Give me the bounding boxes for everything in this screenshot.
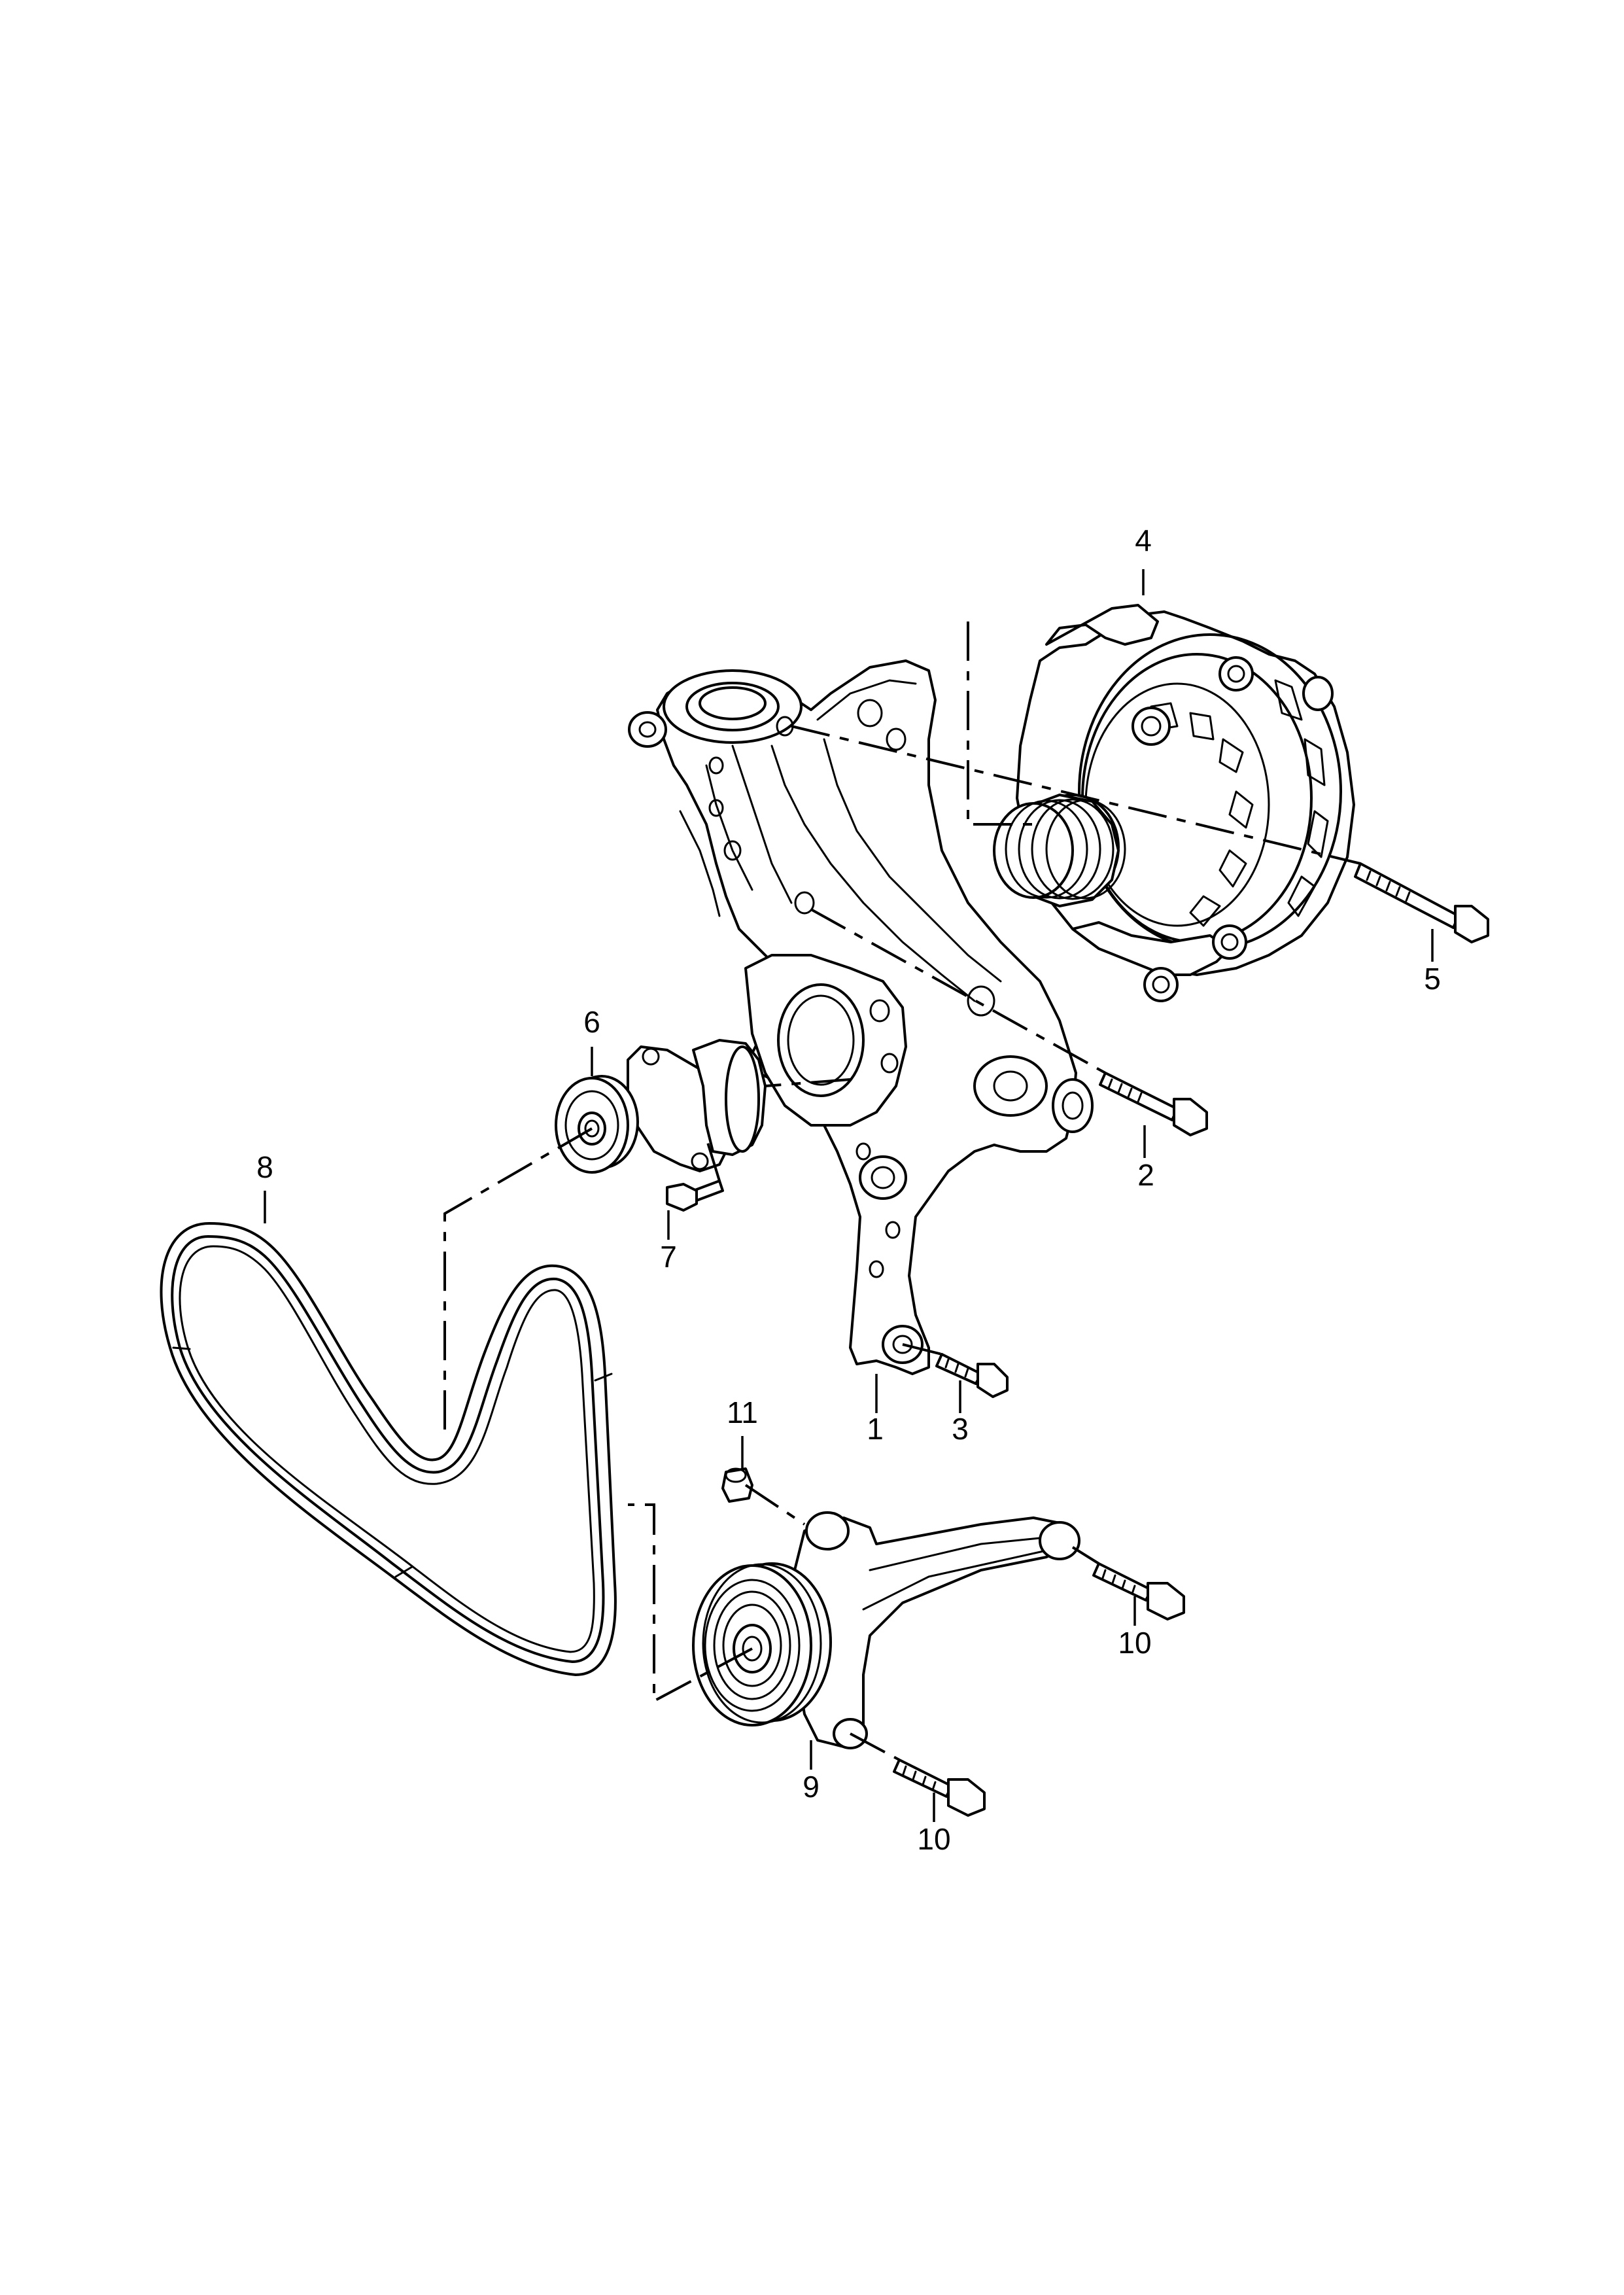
- callout-1: 1: [867, 1412, 884, 1446]
- callout-4: 4: [1135, 523, 1152, 557]
- alternator: [993, 604, 1355, 1002]
- callout-8: 8: [256, 1150, 273, 1184]
- ribbed-belt: [160, 1222, 617, 1676]
- bolt-10-upper: [1092, 1562, 1185, 1621]
- callout-9: 9: [803, 1770, 820, 1804]
- callout-11: 11: [727, 1395, 758, 1429]
- callout-5: 5: [1424, 962, 1441, 996]
- leader-lines: [264, 569, 1434, 1822]
- callout-2: 2: [1137, 1158, 1154, 1192]
- bolt-7: [666, 1180, 724, 1212]
- bolt-2: [1099, 1072, 1208, 1136]
- callout-10-upper: 10: [1118, 1626, 1151, 1660]
- belt-tensioner: [555, 1039, 767, 1174]
- idler-bracket: [692, 1511, 1080, 1749]
- bolt-10-lower: [893, 1759, 986, 1817]
- sleeve-11: [721, 1467, 753, 1503]
- callout-3: 3: [952, 1412, 969, 1446]
- bolt-5: [1354, 862, 1489, 943]
- assembly-lines: [443, 622, 1361, 1761]
- callout-10-lower: 10: [917, 1822, 950, 1856]
- mounting-bracket: [628, 659, 1094, 1375]
- callout-7: 7: [660, 1240, 677, 1274]
- callout-6: 6: [583, 1005, 600, 1039]
- bolt-3: [935, 1353, 1009, 1398]
- callouts: 4 5 2 3 1 6 7 8 9 11 10 10: [256, 523, 1441, 1856]
